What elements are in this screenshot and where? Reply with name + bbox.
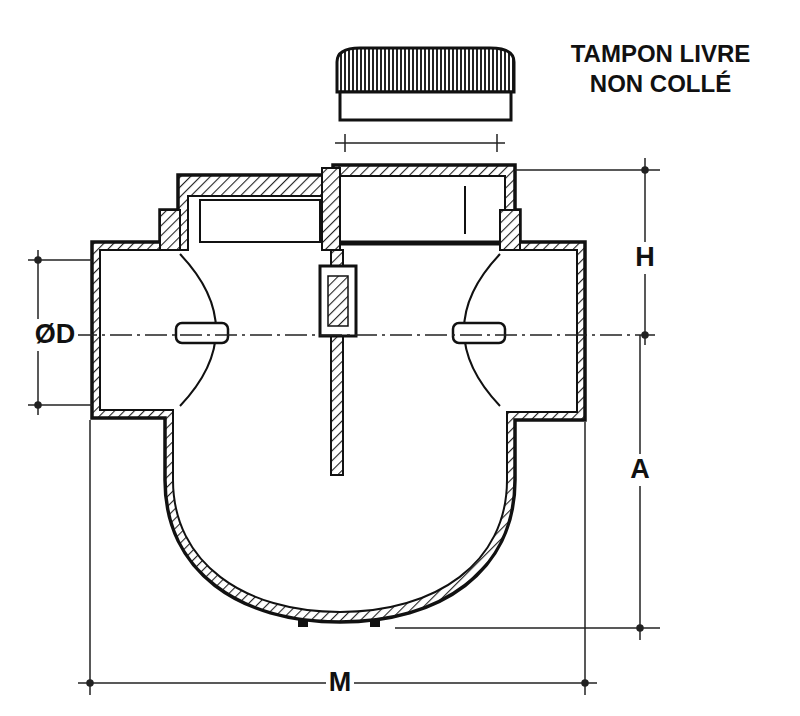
dimension-label: ØD [32, 319, 79, 351]
trap-body [92, 165, 585, 627]
dimension-label: A [627, 454, 653, 486]
cap-dimension [335, 134, 505, 152]
cap-plug [337, 48, 514, 120]
note-text: TAMPON LIVRE NON COLLÉ [545, 38, 776, 100]
dimension-label: H [632, 242, 658, 274]
dimension-lines [28, 158, 660, 695]
center-line [40, 334, 655, 336]
dimension-label: M [326, 667, 355, 699]
